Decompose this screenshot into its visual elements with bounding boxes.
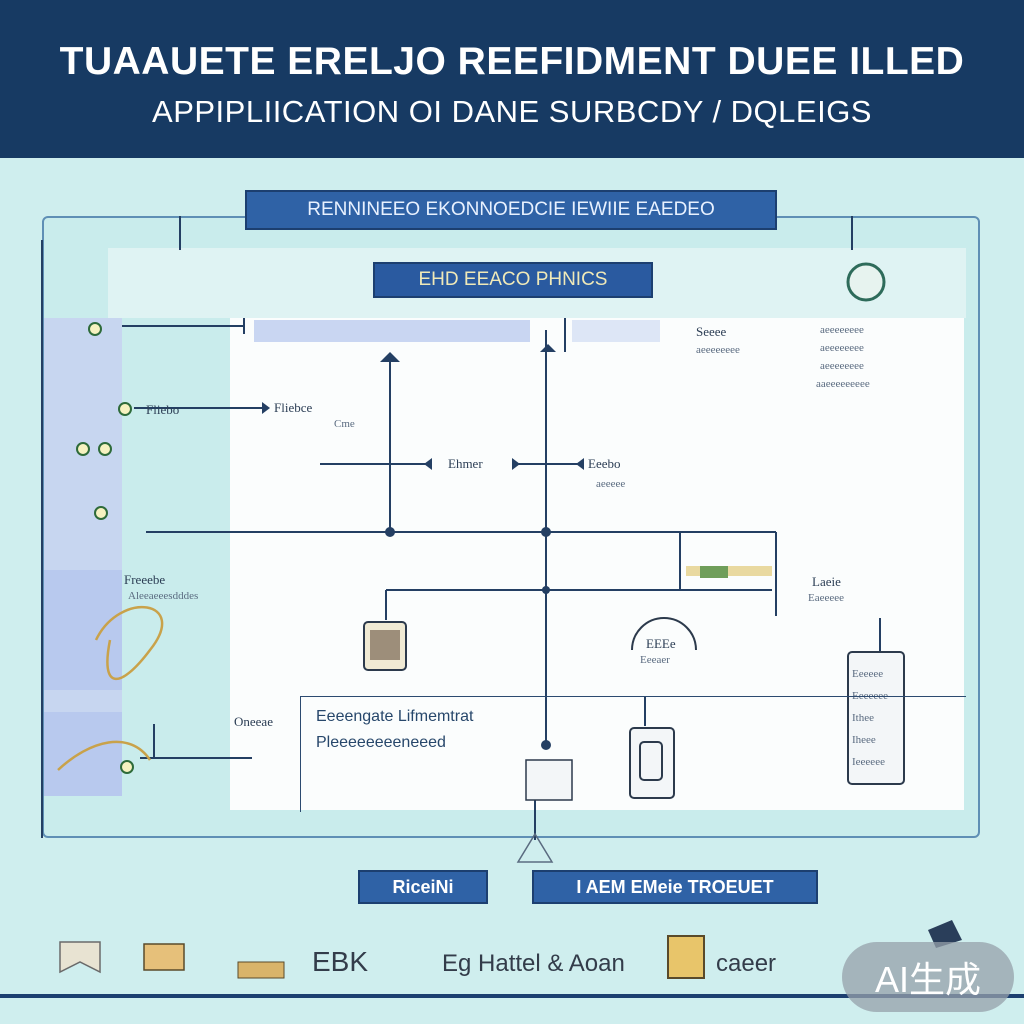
left-label-3: Oneeae	[234, 714, 273, 729]
footer-rule	[0, 994, 1024, 998]
page-title: TUAAUETE ERELJO REEFIDMENT DUEE ILLED	[59, 40, 965, 83]
node-label-1-sub: Cme	[334, 418, 355, 430]
bottom-left-button[interactable]: RiceiNi	[358, 870, 488, 904]
note-line-1: Eeeengate Lifmemtrat	[316, 708, 474, 725]
diagram-top-banner: RENNINEEO EKONNOEDCIE IEWIIE EAEDEO	[245, 190, 777, 230]
bullet-icon	[76, 442, 90, 456]
node-label-3-sub: aeeeee	[596, 478, 626, 490]
page-subtitle: APPIPLIICATION OI DANE SURBCDY / DQLEIGS	[152, 94, 872, 129]
left-block-bottom	[44, 712, 122, 796]
note-box	[300, 696, 966, 812]
right-panel-item-5: Ieeeeee	[852, 756, 885, 768]
right-top-label: Seeee	[696, 324, 727, 339]
center-node-label: EEEe	[646, 636, 676, 651]
right-note-3: aeeeeeeee	[820, 360, 864, 372]
diagram-inner-banner: EHD EEACO PHNICS	[373, 262, 653, 298]
bullet-icon	[120, 760, 134, 774]
right-note-4: aaeeeeeeeee	[816, 378, 870, 390]
mid-right-label: Laeie	[812, 574, 841, 589]
note-line-2: Pleeeeeeeeneeed	[316, 734, 446, 751]
right-panel-item-4: Iheee	[852, 734, 876, 746]
left-label-2-sub: Aleeaeeesdddes	[128, 590, 199, 602]
bullet-icon	[118, 402, 132, 416]
right-note-2: aeeeeeeee	[820, 342, 864, 354]
bullet-icon	[98, 442, 112, 456]
footer-right-text: caeer	[716, 950, 777, 977]
node-label-1: Fliebce	[274, 400, 313, 415]
footer-middle-text: Eg Hattel & Aoan	[442, 950, 625, 977]
ai-generated-badge: AI生成	[842, 942, 1014, 1012]
diagram-canvas	[230, 318, 964, 810]
right-panel-item-3: Ithee	[852, 712, 874, 724]
node-label-2: Ehmer	[448, 456, 483, 471]
bottom-right-button[interactable]: I AEM EMeie TROEUET	[532, 870, 818, 904]
left-label-2: Freeebe	[124, 572, 166, 587]
right-panel-item-1: Eeeeee	[852, 668, 884, 680]
right-note-1: aeeeeeeee	[820, 324, 864, 336]
mid-right-sub: Eaeeeee	[808, 592, 845, 604]
footer-logo-text: EBK	[312, 946, 369, 977]
left-label-1: Fliebo	[146, 402, 180, 417]
bullet-icon	[94, 506, 108, 520]
page-header: TUAAUETE ERELJO REEFIDMENT DUEE ILLED AP…	[0, 0, 1024, 158]
center-node-sub: Eeeaer	[640, 654, 670, 666]
right-top-sub: aeeeeeeee	[696, 344, 740, 356]
node-label-3: Eeebo	[588, 456, 621, 471]
bullet-icon	[88, 322, 102, 336]
